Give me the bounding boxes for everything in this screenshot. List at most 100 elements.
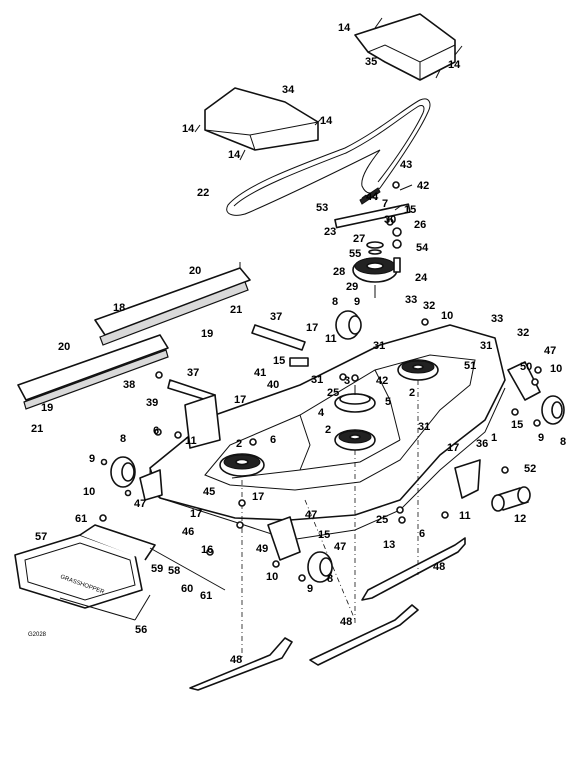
callout-47: 47 bbox=[134, 498, 146, 510]
callout-32: 32 bbox=[517, 327, 529, 339]
callout-9: 9 bbox=[538, 432, 544, 444]
callout-47: 47 bbox=[544, 345, 556, 357]
callout-44: 44 bbox=[366, 191, 379, 203]
callout-10: 10 bbox=[550, 363, 562, 375]
callout-2: 2 bbox=[236, 438, 242, 450]
callout-9: 9 bbox=[307, 583, 313, 595]
callout-23: 23 bbox=[324, 226, 336, 238]
callout-8: 8 bbox=[120, 433, 126, 445]
callout-48: 48 bbox=[230, 654, 242, 666]
callout-6: 6 bbox=[270, 434, 276, 446]
callout-4: 4 bbox=[318, 407, 325, 419]
callout-31: 31 bbox=[311, 374, 323, 386]
callout-52: 52 bbox=[524, 463, 536, 475]
gauge-wheel-left bbox=[110, 456, 163, 501]
callout-46: 46 bbox=[182, 526, 194, 538]
callout-2: 2 bbox=[409, 387, 415, 399]
gauge-wheel-upper bbox=[335, 310, 362, 340]
gauge-wheel-bottom bbox=[267, 516, 333, 583]
callout-20: 20 bbox=[58, 341, 70, 353]
callout-40: 40 bbox=[267, 379, 279, 391]
fasteners bbox=[99, 318, 542, 582]
callout-14: 14 bbox=[182, 123, 195, 135]
callout-35: 35 bbox=[365, 56, 377, 68]
spindle-pulley-left bbox=[219, 453, 265, 477]
callout-42: 42 bbox=[376, 375, 388, 387]
callout-15: 15 bbox=[511, 419, 523, 431]
callout-22: 22 bbox=[197, 187, 209, 199]
callout-15: 15 bbox=[273, 355, 285, 367]
callout-9: 9 bbox=[354, 296, 360, 308]
callout-33: 33 bbox=[405, 294, 417, 306]
callout-2: 2 bbox=[325, 424, 331, 436]
callout-3: 3 bbox=[344, 375, 350, 387]
callout-24: 24 bbox=[415, 272, 428, 284]
callout-17: 17 bbox=[252, 491, 264, 503]
callout-51: 51 bbox=[464, 360, 476, 372]
belt-cover-35 bbox=[354, 13, 463, 81]
callout-61: 61 bbox=[200, 590, 212, 602]
callout-21: 21 bbox=[230, 304, 242, 316]
callout-50: 50 bbox=[520, 361, 532, 373]
callout-48: 48 bbox=[340, 616, 352, 628]
callout-25: 25 bbox=[327, 387, 339, 399]
callout-37: 37 bbox=[270, 311, 282, 323]
callout-60: 60 bbox=[181, 583, 193, 595]
callout-57: 57 bbox=[35, 531, 47, 543]
callout-53: 53 bbox=[316, 202, 328, 214]
callout-17: 17 bbox=[447, 442, 459, 454]
callout-47: 47 bbox=[305, 509, 317, 521]
callout-11: 11 bbox=[185, 435, 197, 447]
callout-19: 19 bbox=[201, 328, 213, 340]
callout-12: 12 bbox=[514, 513, 526, 525]
callout-8: 8 bbox=[327, 573, 333, 585]
callout-6: 6 bbox=[419, 528, 425, 540]
belt-cover-34 bbox=[194, 87, 323, 161]
drive-belt-22 bbox=[226, 98, 431, 216]
callout-55: 55 bbox=[349, 248, 361, 260]
callout-10: 10 bbox=[266, 571, 278, 583]
callout-7: 7 bbox=[382, 198, 388, 210]
callout-32: 32 bbox=[423, 300, 435, 312]
callout-47: 47 bbox=[334, 541, 346, 553]
callout-41: 41 bbox=[254, 367, 266, 379]
gauge-wheel-right bbox=[507, 361, 565, 425]
callout-11: 11 bbox=[325, 333, 337, 345]
callout-25: 25 bbox=[376, 514, 388, 526]
callout-13: 13 bbox=[383, 539, 395, 551]
callout-10: 10 bbox=[441, 310, 453, 322]
idler-arm-assembly bbox=[334, 181, 413, 249]
discharge-chute-56: GRASSHOPPER bbox=[14, 524, 226, 621]
callout-14: 14 bbox=[338, 22, 351, 34]
callout-42: 42 bbox=[417, 180, 429, 192]
callout-61: 61 bbox=[75, 513, 87, 525]
callout-18: 18 bbox=[113, 302, 125, 314]
callout-39: 39 bbox=[146, 397, 158, 409]
callout-14: 14 bbox=[228, 149, 241, 161]
callout-33: 33 bbox=[491, 313, 503, 325]
baffle-bar-lower bbox=[17, 334, 169, 410]
alignment-lines bbox=[241, 380, 419, 660]
spindle-pulley-center bbox=[334, 385, 376, 451]
callout-59: 59 bbox=[151, 563, 163, 575]
callout-9: 9 bbox=[89, 453, 95, 465]
callout-14: 14 bbox=[320, 115, 333, 127]
callout-16: 16 bbox=[201, 544, 213, 556]
callout-19: 19 bbox=[41, 402, 53, 414]
callout-21: 21 bbox=[31, 423, 43, 435]
pulley-28 bbox=[352, 241, 401, 298]
callout-28: 28 bbox=[333, 266, 345, 278]
callout-38: 38 bbox=[123, 379, 135, 391]
callout-17: 17 bbox=[190, 508, 202, 520]
callout-56: 56 bbox=[135, 624, 147, 636]
callout-29: 29 bbox=[346, 281, 358, 293]
figure-code: G2028 bbox=[28, 632, 47, 638]
baffle-bar-upper bbox=[94, 262, 251, 346]
callout-8: 8 bbox=[332, 296, 338, 308]
anti-scalp-rods bbox=[167, 324, 309, 449]
callout-31: 31 bbox=[480, 340, 492, 352]
callout-15: 15 bbox=[318, 529, 330, 541]
callout-10: 10 bbox=[83, 486, 95, 498]
